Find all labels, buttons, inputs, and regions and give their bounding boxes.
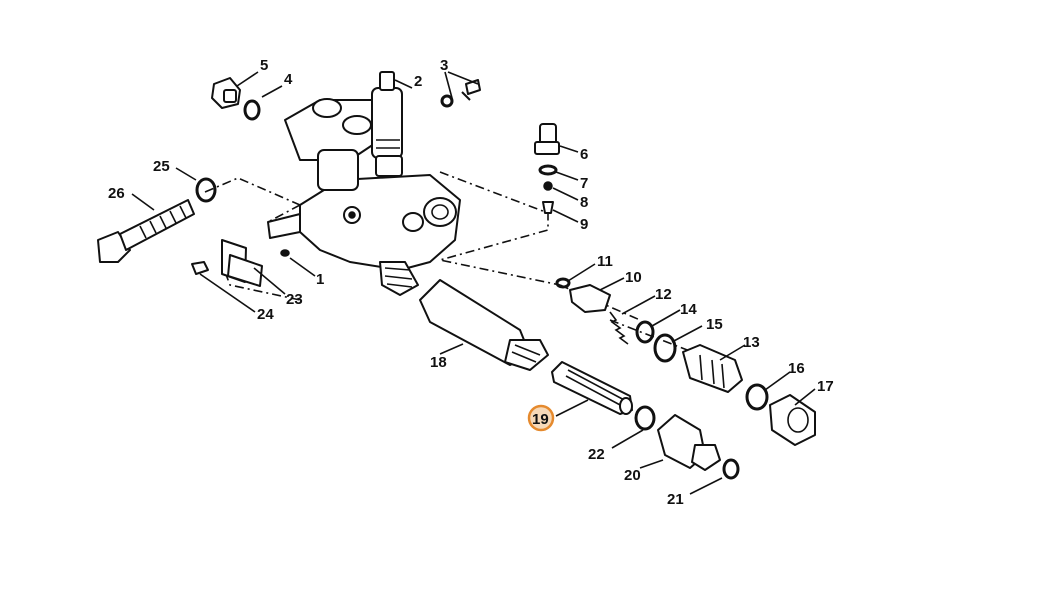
part-14-o-ring [635, 320, 655, 344]
part-10-valve [569, 284, 611, 313]
part-16-o-ring [745, 383, 769, 411]
callout-16: 16 [788, 360, 805, 377]
callout-25: 25 [153, 158, 170, 175]
callout-5: 5 [260, 57, 268, 74]
part-8-ball [543, 181, 553, 191]
callout-13: 13 [743, 334, 760, 351]
callout-9: 9 [580, 216, 588, 233]
part-18-tube [419, 279, 549, 371]
part-17-nut [769, 394, 816, 446]
callout-15: 15 [706, 316, 723, 333]
leader-lines [131, 71, 816, 495]
part-12-spring [609, 311, 629, 345]
callout-20: 20 [624, 467, 641, 484]
callout-17: 17 [817, 378, 834, 395]
callout-24: 24 [257, 306, 274, 323]
callout-23: 23 [286, 291, 303, 308]
callout-21: 21 [667, 491, 684, 508]
callout-22: 22 [588, 446, 605, 463]
part-1-pin [280, 249, 290, 257]
part-22-washer [634, 405, 656, 431]
callout-3: 3 [440, 57, 448, 74]
callout-10: 10 [625, 269, 642, 286]
part-7-o-ring [538, 164, 558, 176]
callout-8: 8 [580, 194, 588, 211]
part-2-washer [440, 94, 454, 108]
part-15-o-ring [653, 333, 677, 363]
callout-12: 12 [655, 286, 672, 303]
callout-4: 4 [284, 71, 293, 88]
part-25-washer [195, 177, 217, 203]
part-13-connector [682, 344, 743, 393]
unloader-valve [371, 71, 403, 177]
callout-14: 14 [680, 301, 697, 318]
pump-head-body [267, 98, 461, 296]
callout-labels: 1 2 3 4 5 6 7 8 9 10 11 12 13 14 15 16 1… [108, 57, 834, 508]
part-21-o-ring [722, 458, 740, 480]
part-24-screw [191, 261, 209, 275]
callout-26: 26 [108, 185, 125, 202]
part-9-seat [542, 201, 554, 214]
part-20-coupler [657, 414, 721, 471]
callout-7: 7 [580, 175, 588, 192]
callout-1: 1 [316, 271, 324, 288]
highlight-marker [527, 404, 555, 432]
part-6-fitting [534, 123, 560, 155]
part-19-filter [551, 361, 633, 415]
part-26-bolt [97, 199, 195, 263]
callout-18: 18 [430, 354, 447, 371]
part-23-gasket [221, 239, 263, 287]
callout-19: 19 [532, 411, 549, 428]
callout-2: 2 [414, 73, 422, 90]
part-4-o-ring [243, 99, 261, 121]
part-11-o-ring [555, 277, 571, 289]
callout-6: 6 [580, 146, 588, 163]
part-5-plug [211, 77, 241, 109]
callout-11: 11 [597, 253, 613, 270]
